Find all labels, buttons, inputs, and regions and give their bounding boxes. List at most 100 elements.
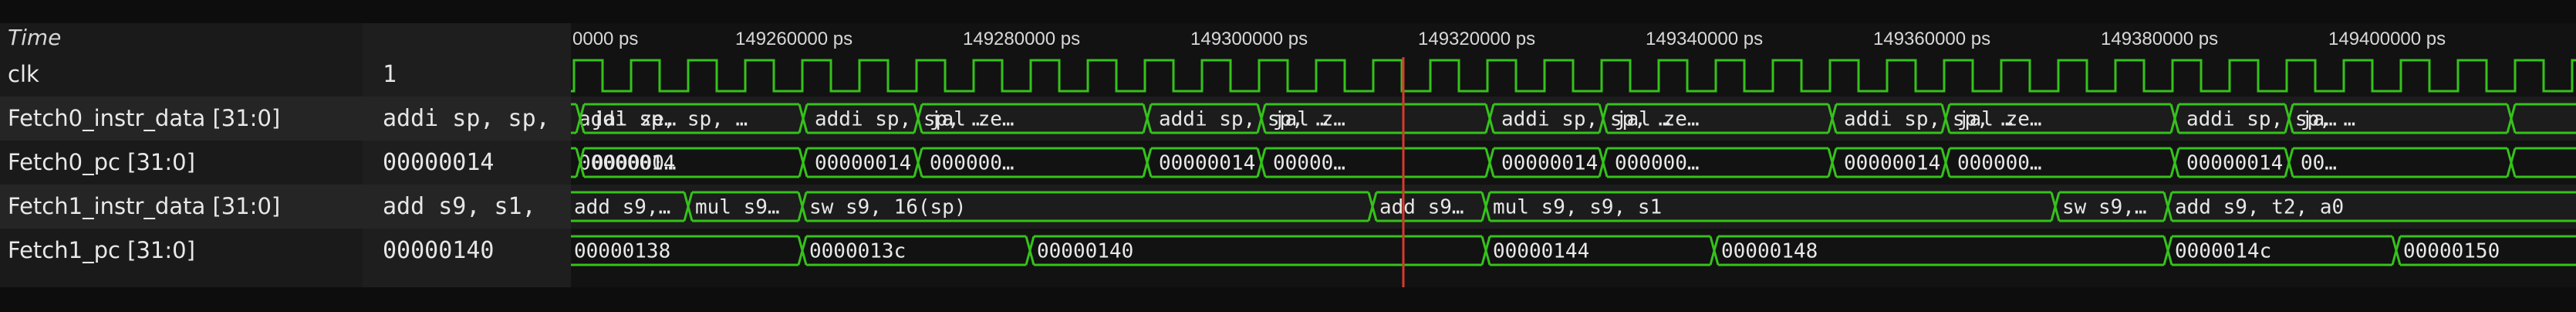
- bus-segment-label: addi sp, sp, …: [815, 108, 984, 131]
- bus-transition-marker: [2162, 192, 2173, 222]
- bus-segment-label: sw s9,…: [2062, 196, 2147, 219]
- signal-name: Fetch0_pc [31:0]: [8, 149, 195, 175]
- bus-segment-label: addi sp, sp, …: [1844, 108, 2013, 131]
- signal-value: 00000014: [383, 149, 495, 176]
- signal-value: 1: [383, 61, 397, 88]
- bus-segment-label: 00…: [2301, 152, 2337, 175]
- bus-transition-marker: [2050, 192, 2061, 222]
- bus-transition-marker: [2284, 103, 2294, 134]
- bus-transition-marker: [1484, 148, 1495, 178]
- bus-segment-label: 00000014: [1844, 152, 1940, 175]
- bus-segment-label: 0000013c: [809, 240, 906, 263]
- value-cell-fetch1-instr-data: add s9, s1,: [363, 185, 571, 229]
- bus-segment-label: mul s9…: [695, 196, 780, 219]
- bus-segment-label: 00000014: [1159, 152, 1255, 175]
- bus-transition-marker: [2284, 148, 2294, 178]
- bus-segment-label: ja…: [2301, 108, 2337, 131]
- bus-transition-marker: [2169, 148, 2180, 178]
- bus-transition-marker: [1256, 148, 1267, 178]
- time-header-row: Time: [0, 23, 363, 53]
- signal-value: add s9, s1,: [383, 193, 536, 220]
- bus-segment-label: mul s9, s9, s1: [1493, 196, 1662, 219]
- time-tick-label: 149300000 ps: [1190, 29, 1308, 49]
- bus-transition-marker: [913, 148, 923, 178]
- bus-transition-marker: [575, 103, 586, 134]
- signal-value: addi sp, sp,: [383, 105, 550, 132]
- bus-transition-marker: [1940, 148, 1951, 178]
- bus-segment-label: addi sp, sp, …: [1501, 108, 1670, 131]
- bus-segment-label: addi sp, sp, …: [1159, 108, 1328, 131]
- time-tick-label: 149380000 ps: [2101, 29, 2218, 49]
- bus-segment-label: jal ze…: [592, 108, 677, 131]
- time-header-label: Time: [8, 25, 62, 50]
- bus-segment-label: jal ze…: [930, 108, 1015, 131]
- bus-segment-label: sw s9, 16(sp): [809, 196, 967, 219]
- bus-transition-marker: [683, 192, 694, 222]
- signal-name: clk: [8, 61, 39, 87]
- bus-transition-marker: [913, 103, 923, 134]
- bus-transition-marker: [798, 103, 809, 134]
- bus-transition-marker: [797, 236, 808, 266]
- time-tick-label: 0000 ps: [572, 29, 638, 49]
- bus-segment-label: 00000014: [1501, 152, 1598, 175]
- bus-segment-label: 0000014c: [2175, 240, 2271, 263]
- signal-name: Fetch1_pc [31:0]: [8, 237, 195, 263]
- signal-row-fetch0-pc[interactable]: Fetch0_pc [31:0]: [0, 141, 363, 185]
- bus-segment-label: jal ze…: [1615, 108, 1700, 131]
- signal-values-panel: 1 addi sp, sp, 00000014 add s9, s1, 0000…: [363, 23, 572, 287]
- bus-segment-label: 00000…: [1273, 152, 1345, 175]
- bus-transition-marker: [797, 192, 808, 222]
- bus-segment-label: 000000…: [592, 152, 677, 175]
- signal-row-fetch1-instr-data[interactable]: Fetch1_instr_data [31:0]: [0, 185, 363, 229]
- bus-segment-label: addi sp, sp, …: [2186, 108, 2355, 131]
- bus-transition-marker: [1480, 236, 1491, 266]
- bus-transition-marker: [1025, 236, 1035, 266]
- bus-segment-label: add s9,…: [574, 196, 670, 219]
- bus-transition-marker: [2391, 236, 2402, 266]
- bus-transition-marker: [2506, 148, 2517, 178]
- bus-segment-label: add s9…: [1379, 196, 1464, 219]
- signal-name: Fetch0_instr_data [31:0]: [8, 105, 281, 131]
- signal-row-fetch0-instr-data[interactable]: Fetch0_instr_data [31:0]: [0, 97, 363, 141]
- bus-transition-marker: [2506, 103, 2517, 134]
- bus-transition-marker: [2169, 103, 2180, 134]
- bus-segment-label: addi sp, sp, …: [579, 108, 748, 131]
- bus-transition-marker: [2162, 236, 2173, 266]
- bus-transition-marker: [575, 148, 586, 178]
- bus-transition-marker: [1256, 103, 1267, 134]
- bus-transition-marker: [1142, 148, 1153, 178]
- bus-segment-label: 000000…: [930, 152, 1015, 175]
- value-cell-fetch0-instr-data: addi sp, sp,: [363, 97, 571, 141]
- bus-transition-marker: [1709, 236, 1720, 266]
- bus-segment-label: 00000014: [815, 152, 911, 175]
- bus-transition-marker: [1484, 103, 1495, 134]
- bus-segment-label: jal ze…: [1957, 108, 2042, 131]
- bus-transition-marker: [1367, 192, 1378, 222]
- bus-transition-marker: [1827, 148, 1838, 178]
- waveform-window: Time clk Fetch0_instr_data [31:0] Fetch0…: [0, 23, 2576, 287]
- bus-transition-marker: [1598, 148, 1609, 178]
- time-tick-label: 149320000 ps: [1418, 29, 1535, 49]
- value-cell-fetch0-pc: 00000014: [363, 141, 571, 185]
- bus-transition-marker: [1827, 103, 1838, 134]
- bus-segment-label: 00000138: [574, 240, 670, 263]
- clk-waveform: [571, 59, 2576, 93]
- time-tick-label: 149260000 ps: [735, 29, 852, 49]
- time-tick-label: 149340000 ps: [1646, 29, 1763, 49]
- bus-segment-label: jal z…: [1273, 108, 1345, 131]
- signal-row-fetch1-pc[interactable]: Fetch1_pc [31:0]: [0, 229, 363, 273]
- signal-name: Fetch1_instr_data [31:0]: [8, 193, 281, 219]
- bus-segment-label: 000000…: [1615, 152, 1700, 175]
- bus-transition-marker: [1480, 192, 1491, 222]
- bus-segment-label: 00000148: [1721, 240, 1818, 263]
- bus-transition-marker: [1598, 103, 1609, 134]
- bus-segment-label: 00000150: [2403, 240, 2500, 263]
- signal-names-panel: Time clk Fetch0_instr_data [31:0] Fetch0…: [0, 23, 363, 287]
- signal-value: 00000140: [383, 237, 495, 264]
- signal-row-clk[interactable]: clk: [0, 53, 363, 97]
- bus-transition-marker: [798, 148, 809, 178]
- time-tick-label: 149400000 ps: [2328, 29, 2446, 49]
- value-cell-fetch1-pc: 00000140: [363, 229, 571, 273]
